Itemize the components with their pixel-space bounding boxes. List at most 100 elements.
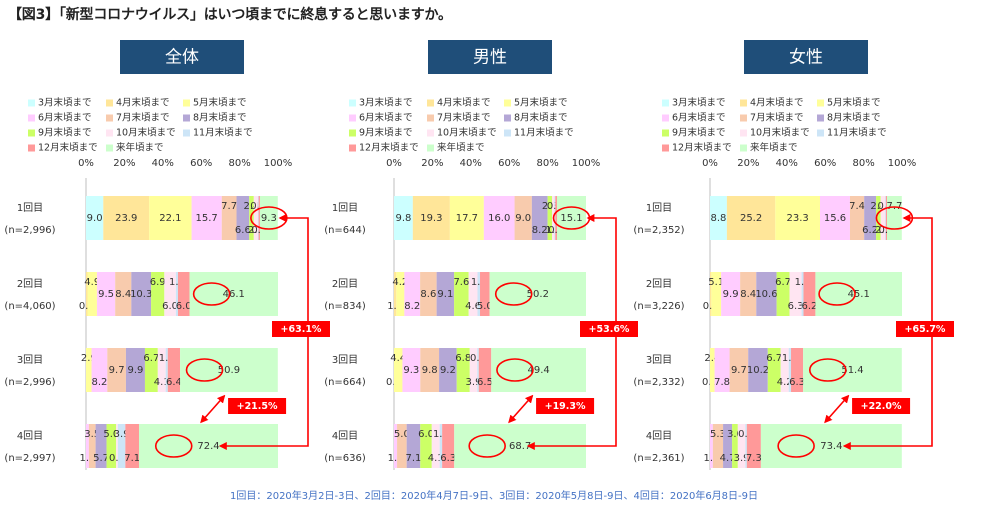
panel-2-data-label: 1.6 (388, 453, 404, 464)
panel-1-data-label: 4.1 (154, 377, 170, 388)
panel-3-data-label: 15.6 (824, 213, 846, 224)
panel-1-legend-swatch (106, 99, 113, 107)
panel-3-bar-segment (803, 272, 816, 316)
panel-1-x-tick-label: 60% (190, 158, 212, 169)
panel-2-bar-segment (394, 424, 398, 468)
panel-1-category-label: 3回目 (17, 354, 43, 366)
panel-2-legend-label: 10月末頃まで (437, 127, 497, 139)
panel-1-category-label: 4回目 (17, 430, 43, 442)
panel-1-bar-segment (86, 424, 89, 468)
panel-1-data-label: 9.3 (261, 213, 277, 224)
panel-2-data-label: 68.7 (509, 441, 531, 452)
panel-3-legend-swatch (662, 114, 669, 122)
panel-3-bar-segment (801, 272, 804, 316)
panel-1-data-label: 9.9 (127, 365, 143, 376)
panel-3-legend-label: 10月末頃まで (750, 127, 810, 139)
panel-3-x-tick-label: 20% (737, 158, 759, 169)
panel-2-legend-label: 6月末頃まで (359, 112, 413, 124)
panel-3-bar-segment (789, 272, 802, 316)
panel-2-short-change-label: +19.3% (545, 401, 586, 412)
panel-2-bar-segment (468, 272, 478, 316)
panel-2-data-label: 5.0 (394, 429, 410, 440)
panel-3-data-label: 45.1 (848, 289, 870, 300)
panel-3-data-label: 6.3 (789, 377, 805, 388)
panel-3-bar-segment (737, 424, 746, 468)
panel-3-short-arrow (824, 394, 850, 424)
panel-2-header (428, 40, 552, 74)
panel-1-legend-label: 7月末頃まで (116, 112, 170, 124)
panel-3-bar-segment (746, 424, 761, 468)
panel-1-data-label: 22.1 (159, 213, 181, 224)
panel-3-legend-swatch (662, 144, 669, 152)
panel-2-legend-label: 8月末頃まで (514, 112, 568, 124)
panel-1-sample-size: (n=2,996) (4, 225, 55, 236)
panel-2-data-label: 4.1 (428, 453, 444, 464)
panel-2-legend-swatch (427, 144, 434, 152)
panel-1-legend-swatch (106, 129, 113, 137)
panel-1-legend-swatch (183, 129, 190, 137)
panel-2-data-label: 4.2 (392, 277, 408, 288)
panel-1-category-label: 1回目 (17, 202, 43, 214)
panel-2-sample-size: (n=834) (324, 301, 366, 312)
panel-2-bar-segment (480, 272, 490, 316)
panel-1-legend-label: 6月末頃まで (38, 112, 92, 124)
panel-1-data-label: 4.9 (84, 277, 100, 288)
panel-2-legend-label: 4月末頃まで (437, 97, 491, 109)
panel-3-title: 女性 (789, 48, 823, 68)
panel-3-legend-label: 11月末頃まで (827, 127, 887, 139)
panel-1-data-label: 46.1 (223, 289, 245, 300)
panel-2-data-label: 6.8 (455, 353, 471, 364)
panel-1-short-arrow (200, 394, 226, 424)
panel-1-bar-segment (95, 424, 107, 468)
panel-2-legend-swatch (504, 99, 511, 107)
panel-2-legend-swatch (427, 114, 434, 122)
panel-3-bar-segment (748, 348, 768, 392)
panel-3-data-label: 10.6 (755, 289, 777, 300)
panel-3-bar-segment (712, 424, 724, 468)
panel-2-bar-segment (439, 424, 443, 468)
panel-1-data-label: 0.9 (109, 453, 125, 464)
panel-3-legend-swatch (817, 129, 824, 137)
panel-2-x-tick-label: 40% (460, 158, 482, 169)
panel-2-legend-label: 9月末頃まで (359, 127, 413, 139)
panel-3-x-tick-label: 100% (888, 158, 917, 169)
panel-3-x-tick-label: 40% (776, 158, 798, 169)
panel-2-data-label: 16.0 (488, 213, 510, 224)
panel-2-legend-swatch (349, 114, 356, 122)
panel-2-bar-segment (396, 272, 405, 316)
panel-2-data-label: 6.5 (477, 377, 493, 388)
panel-2-long-change-box (580, 321, 638, 337)
panel-1-legend-label: 3月末頃まで (38, 97, 92, 109)
panel-2-bar-segment (469, 348, 478, 392)
panel-1-legend-swatch (28, 144, 35, 152)
panel-3-legend-label: 来年頃まで (750, 142, 798, 154)
panel-2-sample-size: (n=644) (324, 225, 366, 236)
panel-1-bar-segment (125, 348, 145, 392)
panel-2-short-arrow (508, 394, 534, 424)
panel-1-bar-segment (131, 272, 152, 316)
panel-2-category-label: 1回目 (332, 202, 358, 214)
figure-title: 【図3】「新型コロナウイルス」はいつ頃までに終息すると思いますか。 (8, 7, 452, 23)
panel-2-legend-swatch (427, 129, 434, 137)
panel-3-bar-segment (711, 272, 722, 316)
panel-3-bar-segment (710, 348, 715, 392)
panel-2-bar-segment (477, 348, 479, 392)
panel-3-bar-segment (710, 196, 727, 240)
panel-3-sample-size: (n=2,361) (633, 453, 684, 464)
panel-3-header (744, 40, 868, 74)
panel-1-legend-swatch (106, 144, 113, 152)
panel-3-legend-swatch (740, 99, 747, 107)
panel-1-bar-segment (125, 424, 139, 468)
panel-3-category-label: 2回目 (646, 278, 672, 290)
panel-1-data-label: 6.4 (166, 377, 182, 388)
panel-3-data-label: 3.0 (727, 429, 743, 440)
panel-1-legend-swatch (106, 114, 113, 122)
panel-2-bar-segment (454, 272, 469, 316)
panel-3-bar-segment (732, 424, 738, 468)
panel-2-legend-swatch (349, 99, 356, 107)
panel-2-data-label: 0.5 (547, 201, 563, 212)
panel-3-data-label: 1.5 (703, 453, 719, 464)
panel-2-data-label: 1.3 (471, 277, 487, 288)
panel-1-legend-label: 9月末頃まで (38, 127, 92, 139)
